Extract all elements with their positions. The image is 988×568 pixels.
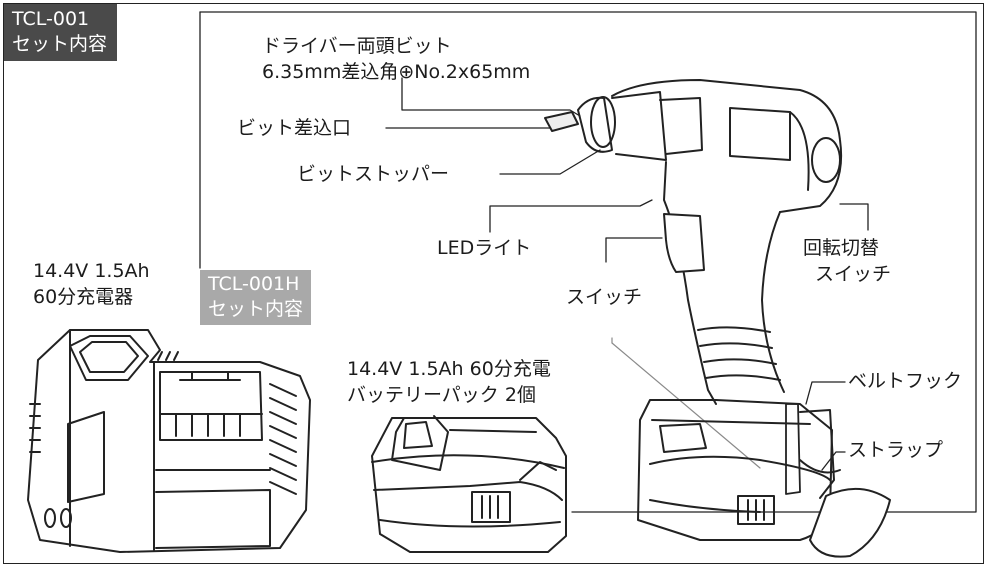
- figure-frame: [3, 3, 984, 564]
- driver-bit-name: ドライバー両頭ビット: [262, 35, 452, 57]
- rotation-switch-line1: 回転切替: [803, 237, 880, 259]
- charger-spec: 14.4V 1.5Ah: [33, 260, 150, 282]
- battery-label: 14.4V 1.5Ah 60分充電 バッテリーパック 2個: [347, 356, 551, 408]
- impact-driver: [544, 79, 891, 558]
- charger-label: 14.4V 1.5Ah 60分充電器: [33, 258, 150, 310]
- set-code: TCL-001: [12, 8, 90, 30]
- driver-bit-callout: ドライバー両頭ビット 6.35mm差込角⊕No.2x65mm: [262, 33, 530, 85]
- strap-callout: ストラップ: [848, 439, 944, 461]
- switch-callout: スイッチ: [566, 286, 643, 308]
- battery-spec: 14.4V 1.5Ah 60分充電: [347, 358, 551, 380]
- driver-bit-spec: 6.35mm差込角⊕No.2x65mm: [262, 61, 531, 83]
- charger-name: 60分充電器: [33, 286, 134, 308]
- led-light-callout: LEDライト: [437, 237, 532, 259]
- body-set-contents-tag: TCL-001H セット内容: [200, 270, 312, 325]
- battery-pack-illustration: [371, 415, 567, 553]
- set-label: セット内容: [12, 33, 108, 55]
- body-set-label: セット内容: [208, 298, 304, 320]
- charger-illustration: [27, 329, 311, 553]
- set-contents-tag: TCL-001 セット内容: [4, 4, 118, 61]
- rotation-switch-line2: スイッチ: [815, 263, 892, 285]
- bit-stopper-callout: ビットストッパー: [297, 163, 450, 185]
- rotation-switch-callout: 回転切替 スイッチ: [803, 235, 891, 287]
- body-set-code: TCL-001H: [208, 273, 300, 295]
- battery-name: バッテリーパック 2個: [347, 384, 536, 406]
- bit-socket-callout: ビット差込口: [237, 117, 352, 139]
- belt-hook-callout: ベルトフック: [848, 370, 963, 392]
